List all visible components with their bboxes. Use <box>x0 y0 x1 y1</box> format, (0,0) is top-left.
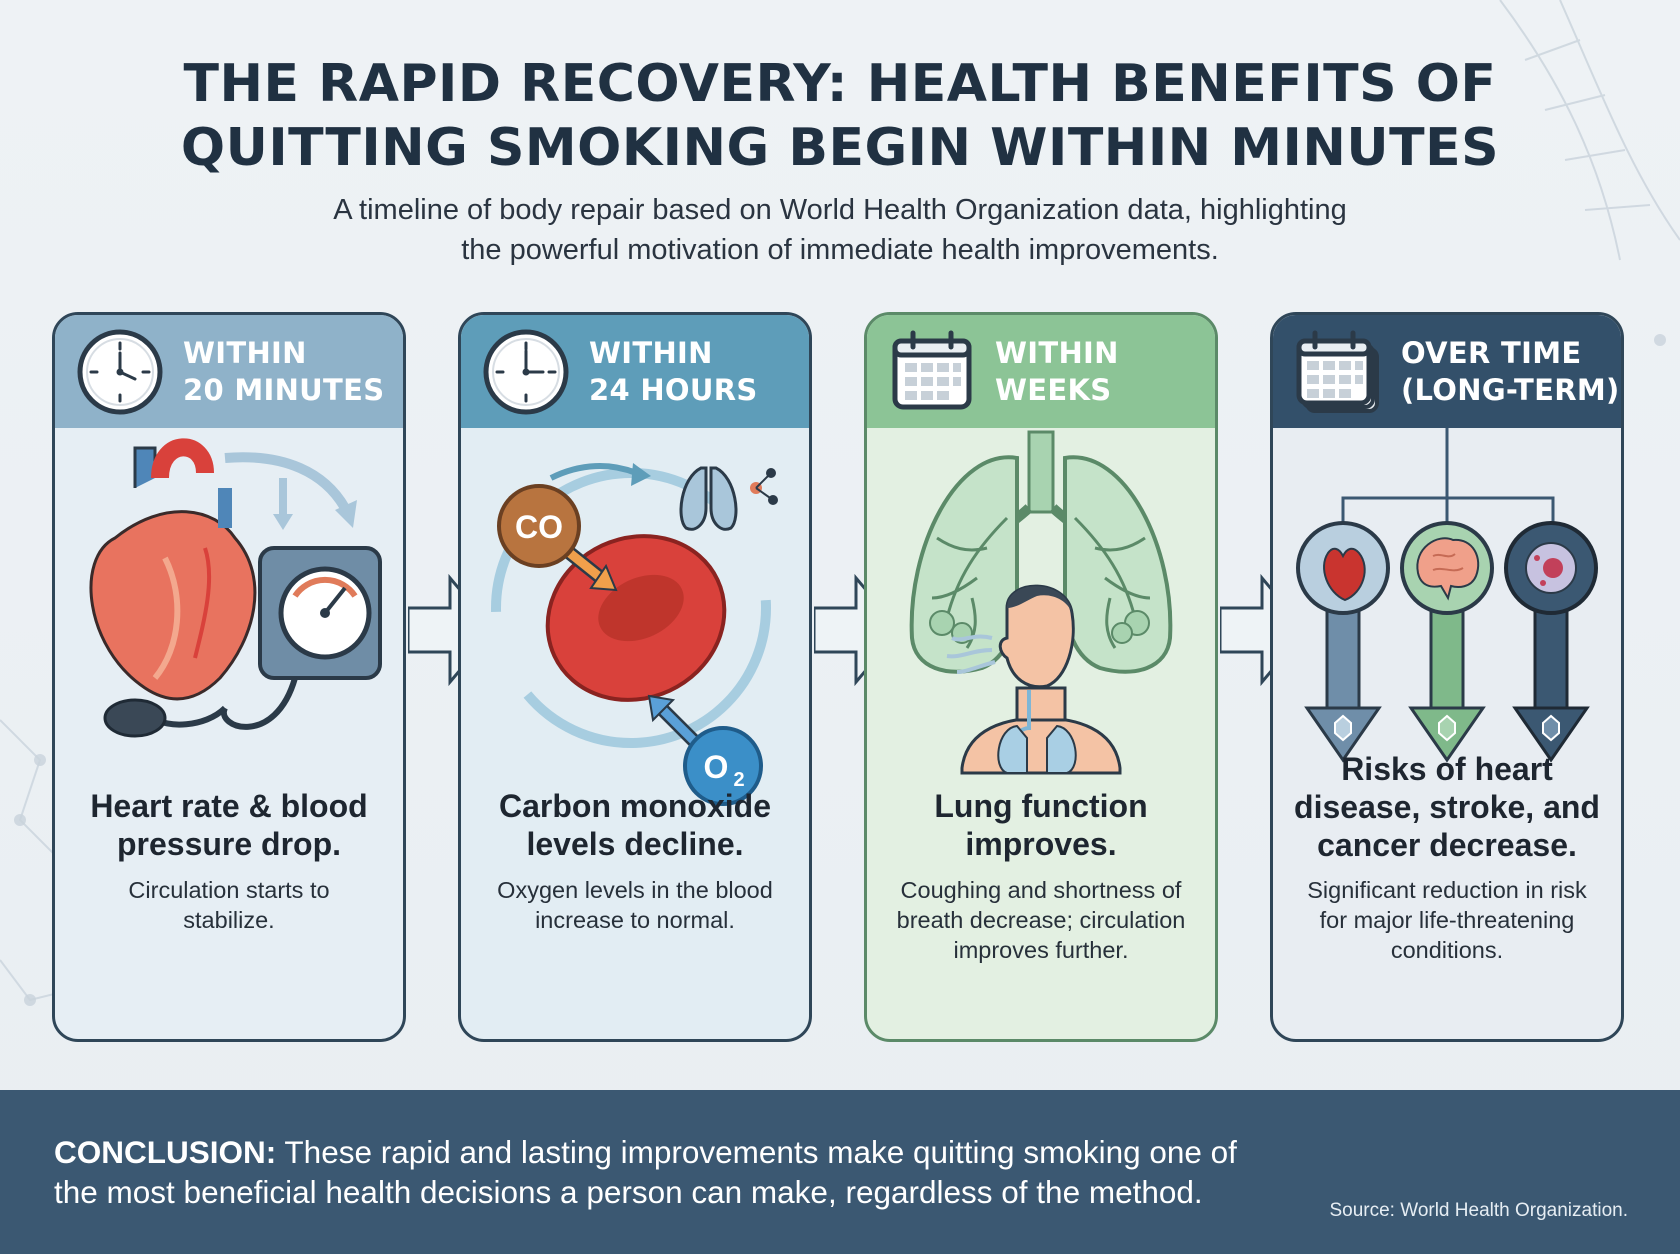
conclusion-banner <box>0 1090 1680 1254</box>
stage-headline: Risks of heart disease, stroke, and canc… <box>1283 750 1611 864</box>
stage-time-label: WITHIN WEEKS <box>995 335 1119 409</box>
stage-time-line-1: WITHIN <box>183 335 307 370</box>
stage-card-20-minutes: WITHIN 20 MINUTES He <box>52 312 406 1042</box>
subtitle-line-2: the powerful motivation of immediate hea… <box>461 234 1219 266</box>
description-line-1: Oxygen levels in the blood <box>497 877 773 903</box>
headline-line-1: Carbon monoxide <box>498 788 771 824</box>
stage-time-label: WITHIN 24 HOURS <box>589 335 758 409</box>
stage-description: Significant reduction in risk for major … <box>1283 875 1611 965</box>
stage-headline: Heart rate & blood pressure drop. <box>65 787 393 863</box>
title-line-2: QUITTING SMOKING BEGIN WITHIN MINUTES <box>180 118 1500 178</box>
stage-time-line-2: 24 HOURS <box>589 372 758 407</box>
headline-line-2: disease, stroke, and <box>1294 789 1600 825</box>
headline-line-1: Lung function <box>934 788 1148 824</box>
stage-description: Circulation starts to stabilize. <box>65 875 393 935</box>
blood-pressure-gauge-icon <box>103 546 382 738</box>
description-line-2: increase to normal. <box>535 907 735 933</box>
headline-line-1: Heart rate & blood <box>90 788 368 824</box>
conclusion-label: CONCLUSION: <box>54 1134 277 1170</box>
o2-subscript: 2 <box>733 769 744 791</box>
clock-icon <box>483 329 569 414</box>
o2-label: O <box>704 749 729 785</box>
co-label: CO <box>515 509 563 545</box>
stage-time-line-1: OVER TIME <box>1401 335 1582 370</box>
stage-time-label: WITHIN 20 MINUTES <box>183 335 384 409</box>
description-line-1: Coughing and shortness of <box>900 877 1182 903</box>
lungs-small-icon <box>679 466 778 531</box>
stage-headline: Carbon monoxide levels decline. <box>471 787 799 863</box>
oxygen-molecule-icon <box>683 726 763 806</box>
description-line-3: improves further. <box>953 937 1129 963</box>
cancer-risk-icon <box>1504 521 1598 763</box>
headline-line-3: cancer decrease. <box>1317 827 1577 863</box>
stage-card-24-hours: WITHIN 24 HOURS CO O 2 Carbon monoxid <box>458 312 812 1042</box>
subtitle-line-1: A timeline of body repair based on World… <box>333 194 1347 226</box>
stage-header: WITHIN 24 HOURS <box>461 315 809 428</box>
red-blood-cell-illustration: CO O 2 <box>491 463 778 806</box>
lungs-breathing-illustration <box>909 430 1173 775</box>
description-line-2: for major life-threatening <box>1319 907 1575 933</box>
calendar-icon <box>892 330 972 409</box>
stage-description: Oxygen levels in the blood increase to n… <box>471 875 799 935</box>
conclusion-line-2: the most beneficial health decisions a p… <box>54 1174 1203 1210</box>
headline-line-1: Risks of heart <box>1341 751 1553 787</box>
description-line-1: Circulation starts to <box>128 877 330 903</box>
stage-time-line-1: WITHIN <box>995 335 1119 370</box>
stage-time-line-2: WEEKS <box>995 372 1112 407</box>
stage-time-line-2: 20 MINUTES <box>183 372 385 407</box>
lungs-icon <box>909 430 1173 674</box>
stage-description: Coughing and shortness of breath decreas… <box>877 875 1205 965</box>
stroke-risk-icon <box>1400 521 1494 763</box>
description-line-2: breath decrease; circulation <box>896 907 1186 933</box>
description-line-2: stabilize. <box>183 907 275 933</box>
stage-header: WITHIN 20 MINUTES <box>55 315 403 428</box>
stage-card-long-term: OVER TIME (LONG-TERM) <box>1270 312 1624 1042</box>
heart-disease-risk-icon <box>1296 521 1390 763</box>
stage-card-weeks: WITHIN WEEKS <box>864 312 1218 1042</box>
source-credit: Source: World Health Organization. <box>1329 1200 1628 1221</box>
title-line-1: THE RAPID RECOVERY: HEALTH BENEFITS OF <box>183 54 1497 114</box>
headline-line-2: levels decline. <box>526 826 744 862</box>
conclusion-text: CONCLUSION: These rapid and lasting impr… <box>54 1132 1334 1212</box>
clock-icon <box>77 329 163 414</box>
page-title: THE RAPID RECOVERY: HEALTH BENEFITS OF Q… <box>0 52 1680 180</box>
description-line-3: conditions. <box>1390 937 1504 963</box>
stage-time-label: OVER TIME (LONG-TERM) <box>1401 335 1620 409</box>
risk-reduction-illustration <box>1296 428 1598 763</box>
stage-header: OVER TIME (LONG-TERM) <box>1273 315 1621 428</box>
heart-icon <box>89 438 257 701</box>
headline-line-2: improves. <box>965 826 1117 862</box>
calendar-stack-icon <box>1296 330 1379 413</box>
carbon-monoxide-molecule-icon <box>497 484 581 568</box>
description-line-1: Significant reduction in risk <box>1307 877 1587 903</box>
page-subtitle: A timeline of body repair based on World… <box>0 190 1680 270</box>
stage-headline: Lung function improves. <box>877 787 1205 863</box>
stage-time-line-2: (LONG-TERM) <box>1401 372 1620 407</box>
headline-line-2: pressure drop. <box>116 826 342 862</box>
heart-blood-pressure-illustration <box>89 438 382 738</box>
person-breathing-icon <box>946 584 1122 775</box>
stage-header: WITHIN WEEKS <box>867 315 1215 428</box>
stage-time-line-1: WITHIN <box>589 335 713 370</box>
conclusion-line-1: These rapid and lasting improvements mak… <box>276 1134 1237 1170</box>
